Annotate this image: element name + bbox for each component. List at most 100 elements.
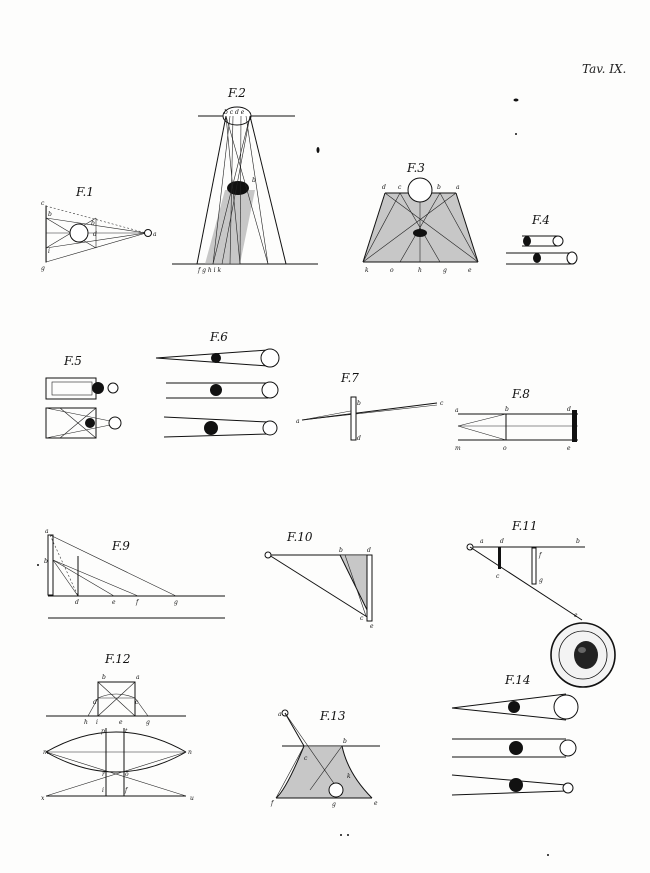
svg-text:a: a bbox=[136, 674, 140, 681]
figure-11-label: F.11 bbox=[511, 519, 538, 533]
svg-text:g: g bbox=[41, 265, 45, 272]
svg-text:e: e bbox=[567, 445, 571, 452]
svg-text:u: u bbox=[190, 795, 194, 802]
svg-text:g: g bbox=[539, 577, 543, 584]
svg-text:n: n bbox=[188, 749, 192, 756]
figure-11: F.11 a d b f c g e bbox=[466, 519, 585, 621]
svg-text:b: b bbox=[343, 738, 347, 745]
svg-text:d: d bbox=[75, 599, 79, 606]
figure-3-label: F.3 bbox=[406, 161, 425, 175]
figure-2-label: F.2 bbox=[227, 86, 246, 100]
svg-text:a: a bbox=[296, 418, 300, 425]
svg-text:e: e bbox=[574, 612, 578, 619]
figure-3: F.3 d c b a k o h g e bbox=[362, 161, 479, 274]
svg-text:k: k bbox=[365, 267, 369, 274]
svg-text:a: a bbox=[153, 231, 157, 238]
svg-text:b: b bbox=[339, 547, 343, 554]
svg-text:i: i bbox=[96, 719, 98, 726]
svg-text:b: b bbox=[357, 400, 361, 407]
svg-text:c: c bbox=[41, 200, 45, 207]
svg-text:m: m bbox=[43, 749, 49, 756]
figure-7: F.7 a b c d bbox=[296, 371, 444, 442]
svg-text:f: f bbox=[124, 787, 129, 794]
figure-12-label: F.12 bbox=[104, 652, 131, 666]
svg-text:b c d e: b c d e bbox=[224, 109, 245, 116]
svg-text:h: h bbox=[418, 267, 422, 274]
svg-text:a: a bbox=[278, 711, 282, 718]
svg-text:i: i bbox=[48, 248, 50, 255]
figure-8-label: F.8 bbox=[511, 387, 530, 401]
svg-text:b: b bbox=[437, 184, 441, 191]
svg-text:b: b bbox=[102, 674, 106, 681]
svg-text:e: e bbox=[119, 719, 123, 726]
svg-text:e: e bbox=[468, 267, 472, 274]
svg-text:d: d bbox=[93, 699, 97, 706]
figure-4-label: F.4 bbox=[531, 213, 550, 227]
svg-text:c: c bbox=[360, 615, 364, 622]
svg-text:x: x bbox=[41, 795, 45, 802]
svg-text:e: e bbox=[112, 599, 116, 606]
svg-text:d: d bbox=[93, 231, 97, 238]
figure-12: F.12 b a d c h i e g m p t n r o x i f u bbox=[41, 652, 194, 802]
svg-text:b: b bbox=[252, 177, 256, 184]
figure-14-label: F.14 bbox=[504, 673, 531, 687]
svg-text:a: a bbox=[455, 407, 459, 414]
svg-text:c: c bbox=[440, 400, 444, 407]
svg-text:a: a bbox=[480, 538, 484, 545]
svg-text:g: g bbox=[443, 267, 447, 274]
svg-text:e: e bbox=[374, 800, 378, 807]
figure-2: F.2 b c d e b f g h i k bbox=[172, 86, 318, 274]
figure-14: F.14 bbox=[451, 673, 579, 796]
figure-9-label: F.9 bbox=[111, 539, 130, 553]
figure-8: F.8 a b d m o e bbox=[455, 387, 578, 452]
svg-text:a: a bbox=[456, 184, 460, 191]
figure-10-label: F.10 bbox=[286, 530, 313, 544]
svg-text:m: m bbox=[455, 445, 461, 452]
svg-text:f: f bbox=[538, 552, 543, 559]
figure-6-label: F.6 bbox=[209, 330, 228, 344]
svg-text:g: g bbox=[146, 719, 150, 726]
svg-text:f g h i k: f g h i k bbox=[197, 267, 221, 274]
figure-9: F.9 a b d e f g bbox=[44, 528, 225, 619]
svg-text:r: r bbox=[102, 771, 106, 778]
svg-text:t: t bbox=[125, 728, 128, 735]
figure-13: F.13 a c b k f g e bbox=[270, 709, 380, 808]
svg-text:g: g bbox=[174, 599, 178, 606]
figure-1-label: F.1 bbox=[75, 185, 94, 199]
svg-text:o: o bbox=[125, 771, 129, 778]
svg-text:d: d bbox=[500, 538, 504, 545]
figure-6: F.6 bbox=[155, 330, 280, 438]
svg-text:k: k bbox=[347, 773, 351, 780]
svg-text:d: d bbox=[367, 547, 371, 554]
svg-text:b: b bbox=[48, 211, 52, 218]
svg-text:b: b bbox=[44, 558, 48, 565]
figure-13-label: F.13 bbox=[319, 709, 346, 723]
svg-text:b: b bbox=[576, 538, 580, 545]
svg-text:o: o bbox=[390, 267, 394, 274]
figure-7-label: F.7 bbox=[340, 371, 359, 385]
figure-1: F.1 c b b d a i g bbox=[41, 185, 157, 272]
svg-text:o: o bbox=[503, 445, 507, 452]
svg-text:d: d bbox=[357, 435, 361, 442]
svg-text:f: f bbox=[270, 800, 275, 807]
svg-text:b: b bbox=[505, 406, 509, 413]
plate-label: Tav. IX. bbox=[582, 62, 626, 76]
svg-text:c: c bbox=[496, 573, 500, 580]
svg-text:p: p bbox=[101, 728, 105, 735]
figure-5-label: F.5 bbox=[63, 354, 82, 368]
svg-text:c: c bbox=[398, 184, 402, 191]
library-stamp bbox=[550, 622, 616, 688]
svg-text:e: e bbox=[370, 623, 374, 630]
figure-4: F.4 bbox=[506, 213, 578, 265]
figure-10: F.10 b d c e bbox=[264, 530, 374, 630]
svg-text:d: d bbox=[567, 406, 571, 413]
svg-text:h: h bbox=[84, 719, 88, 726]
svg-text:c: c bbox=[135, 699, 139, 706]
svg-text:d: d bbox=[382, 184, 386, 191]
svg-text:a: a bbox=[45, 528, 49, 535]
ink-specks bbox=[37, 98, 549, 856]
svg-text:b: b bbox=[91, 220, 95, 227]
svg-text:g: g bbox=[332, 801, 336, 808]
